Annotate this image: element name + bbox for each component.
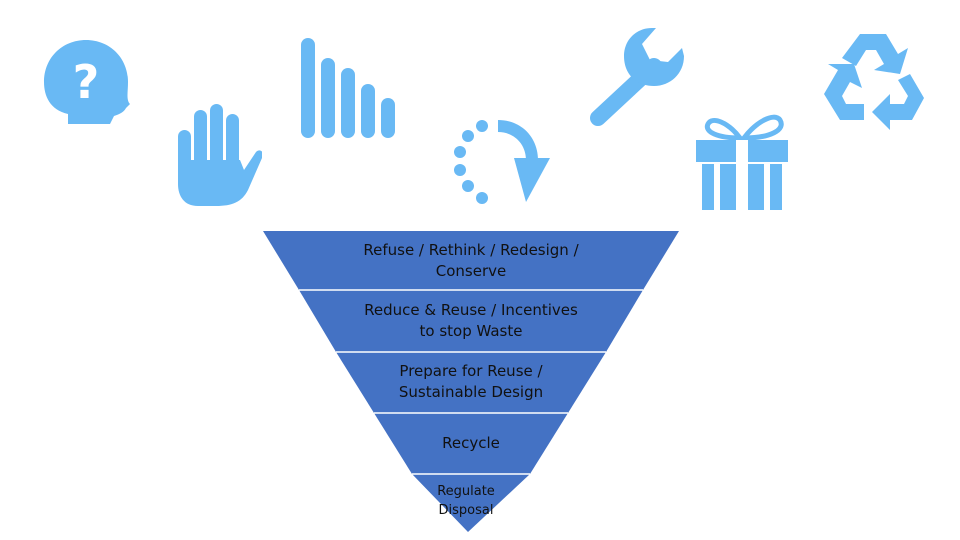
funnel-level-2-line-2: to stop Waste (419, 322, 523, 340)
head-question-icon: ? (44, 40, 130, 124)
funnel-level-5-label: Regulate Disposal (416, 482, 516, 520)
funnel-level-4-line-1: Recycle (442, 434, 500, 452)
funnel-level-3-line-1: Prepare for Reuse / (399, 362, 543, 380)
funnel-level-3-label: Prepare for Reuse / Sustainable Design (366, 361, 576, 403)
funnel-level-1-line-2: Conserve (435, 262, 507, 280)
funnel-level-5-line-2: Disposal (438, 503, 494, 518)
funnel-level-2-label: Reduce & Reuse / Incentives to stop Wast… (331, 300, 611, 342)
funnel-level-2-band (299, 290, 643, 352)
funnel-level-1-band (263, 231, 679, 290)
circular-arrow-icon (454, 120, 550, 204)
funnel-level-4-band (374, 413, 568, 474)
descending-bars-icon (301, 38, 395, 138)
wrench-icon (590, 28, 684, 126)
funnel-level-5-line-1: Regulate (437, 484, 495, 499)
funnel-level-2-line-1: Reduce & Reuse / Incentives (364, 301, 578, 319)
svg-text:?: ? (73, 55, 100, 109)
funnel-level-3-line-2: Sustainable Design (398, 383, 544, 401)
funnel-level-1-line-1: Refuse / Rethink / Redesign / (363, 241, 579, 259)
gift-box-icon (696, 114, 788, 210)
funnel-level-3-band (336, 352, 606, 413)
funnel-level-1-label: Refuse / Rethink / Redesign / Conserve (299, 240, 643, 282)
raised-hand-icon (178, 104, 262, 206)
funnel-level-4-label: Recycle (404, 433, 538, 454)
funnel-level-5-band (412, 474, 530, 532)
recycle-icon (824, 34, 924, 130)
